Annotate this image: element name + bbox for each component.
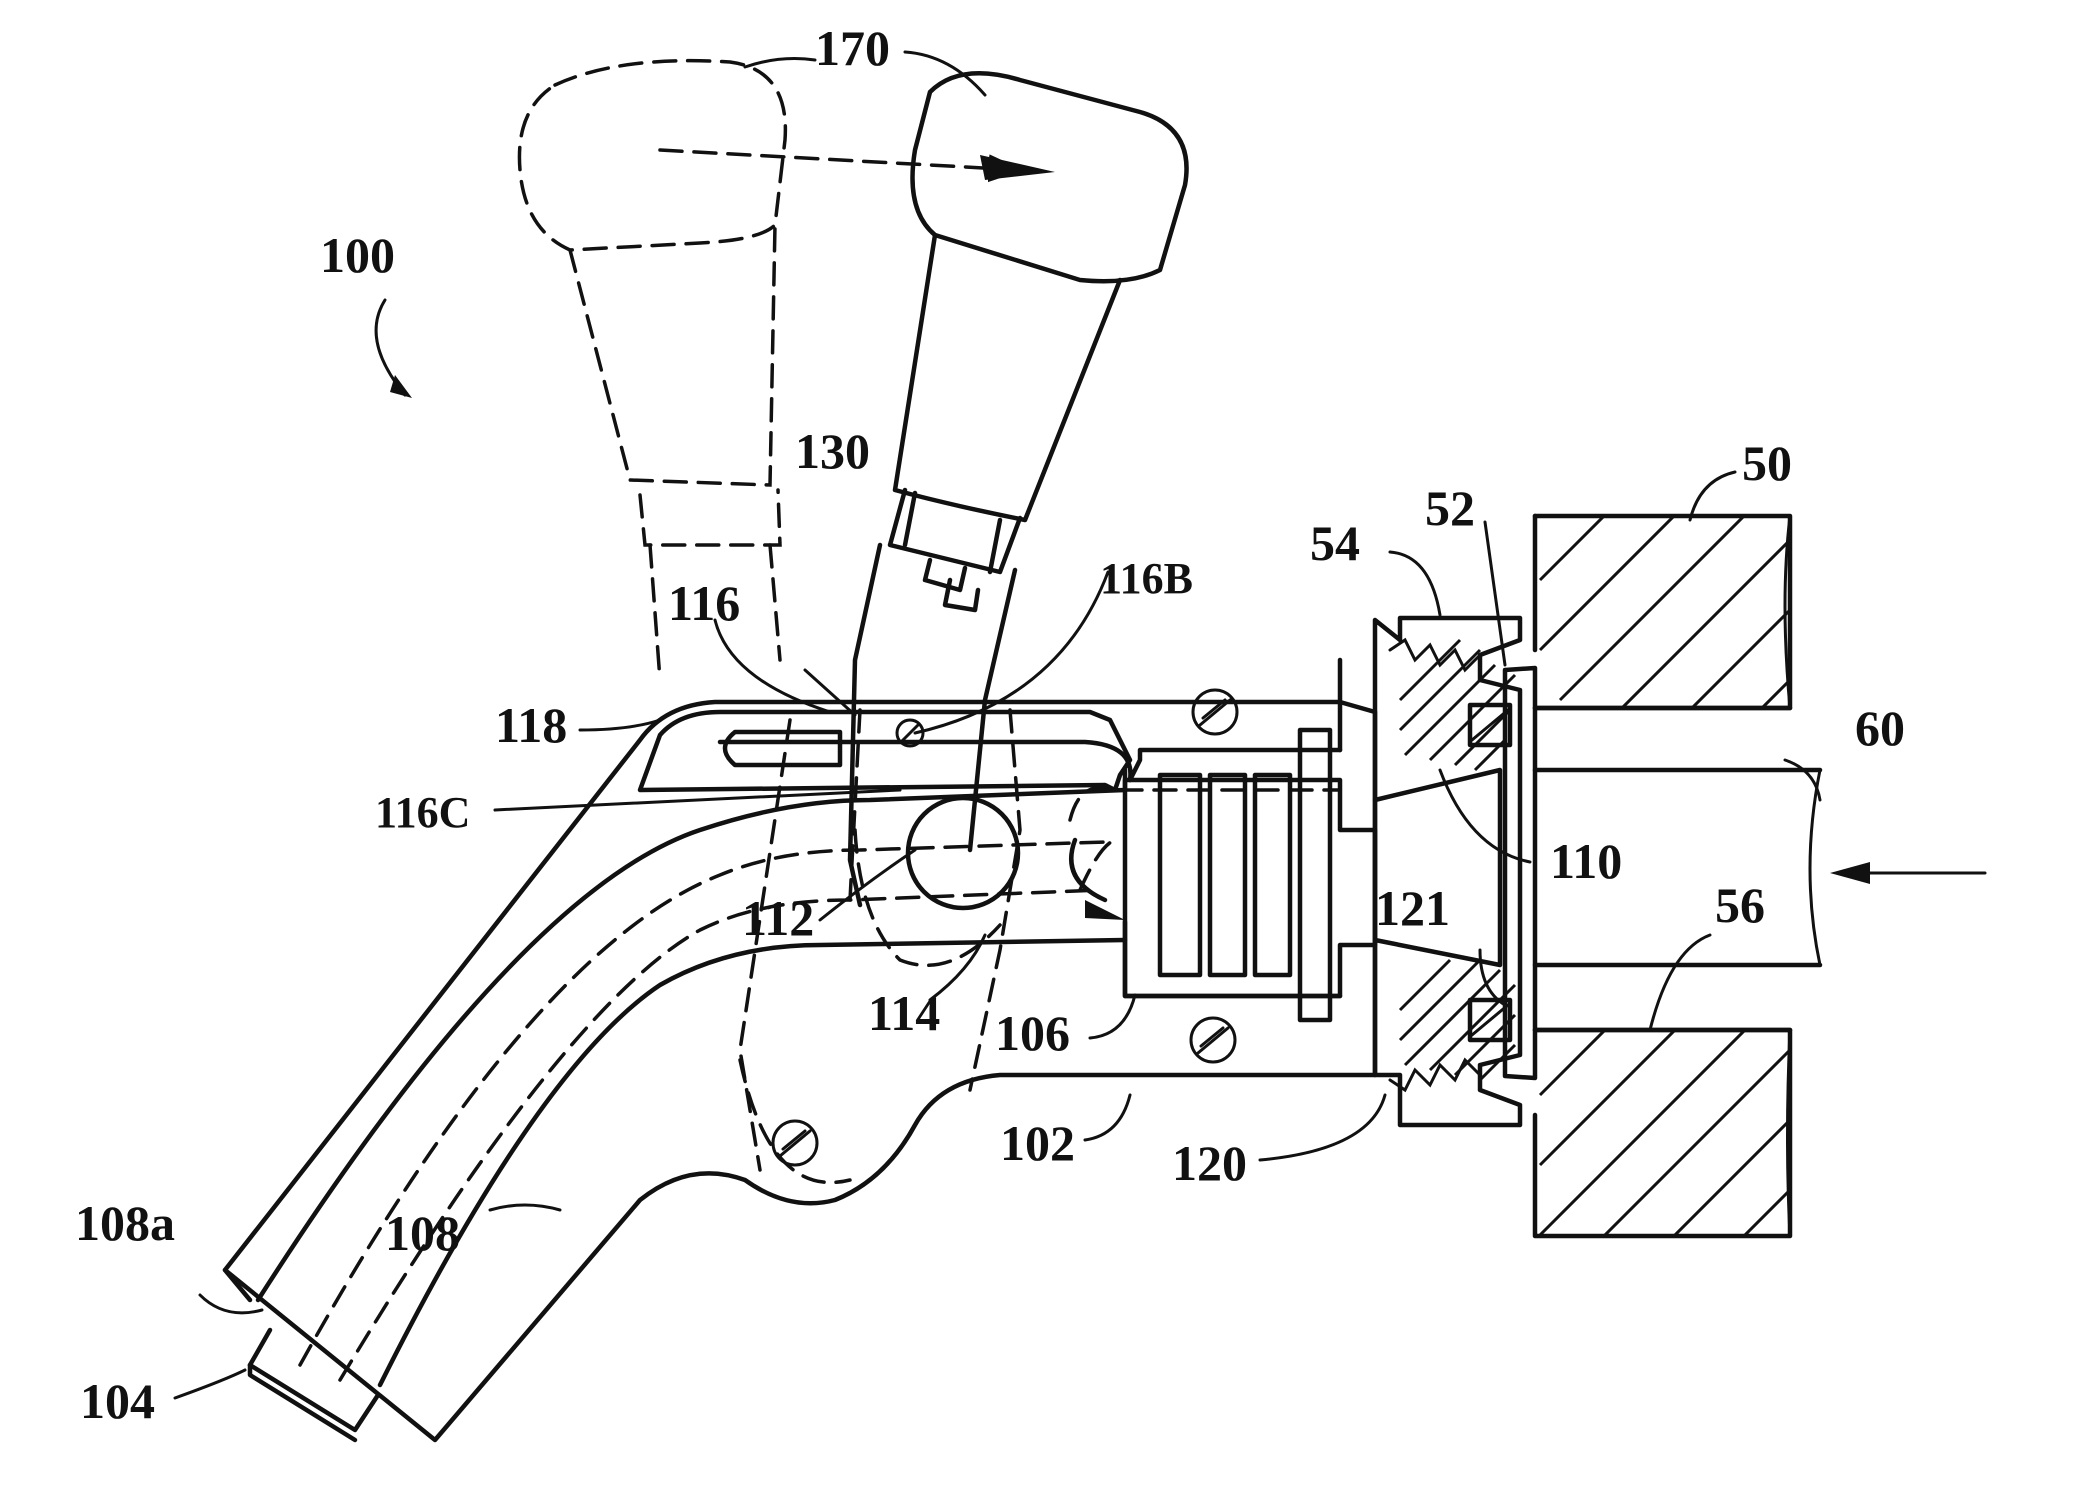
label-114: 114	[868, 985, 940, 1041]
label-108: 108	[385, 1205, 460, 1261]
label-50: 50	[1742, 435, 1792, 491]
label-116c: 116C	[375, 788, 470, 837]
label-116b: 116B	[1100, 554, 1193, 603]
screw-bottom-right	[1191, 1018, 1235, 1062]
label-110: 110	[1550, 833, 1622, 889]
label-100: 100	[320, 227, 395, 283]
label-106: 106	[995, 1005, 1070, 1061]
label-112: 112	[742, 890, 814, 946]
screw-top-right	[1193, 690, 1237, 734]
label-60: 60	[1855, 700, 1905, 756]
coupling-nut	[1375, 618, 1535, 1125]
label-54: 54	[1310, 515, 1360, 571]
label-108a: 108a	[75, 1195, 175, 1251]
faucet-body	[225, 660, 1375, 1440]
label-130: 130	[795, 423, 870, 479]
label-104: 104	[80, 1373, 155, 1429]
handle-current-position	[660, 73, 1187, 905]
label-170: 170	[815, 20, 890, 76]
label-120: 120	[1172, 1135, 1247, 1191]
label-102: 102	[1000, 1115, 1075, 1171]
label-56: 56	[1715, 877, 1765, 933]
screw-bottom-left	[773, 1121, 817, 1165]
label-116: 116	[668, 575, 740, 631]
label-52: 52	[1425, 480, 1475, 536]
reference-labels: 100 170 130 50 52 54 116 116B 118 116C 6…	[75, 20, 1905, 1429]
label-118: 118	[495, 697, 567, 753]
label-121: 121	[1375, 880, 1450, 936]
